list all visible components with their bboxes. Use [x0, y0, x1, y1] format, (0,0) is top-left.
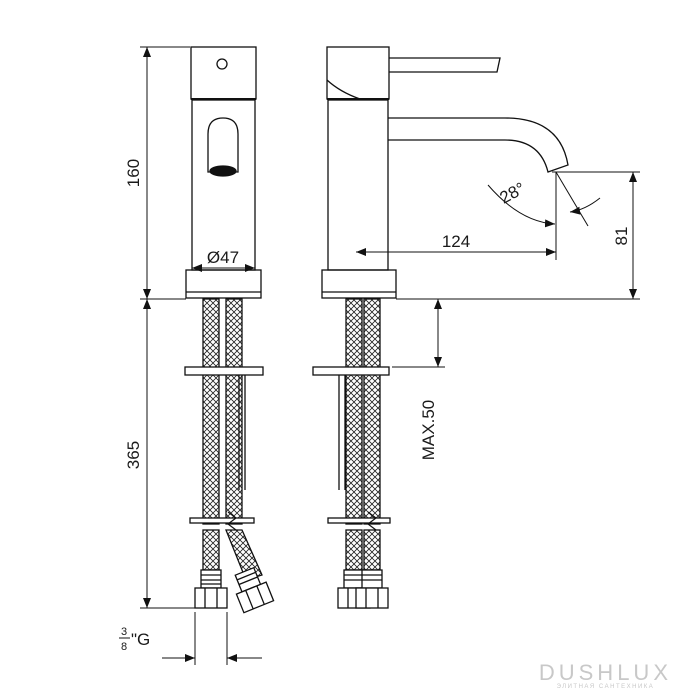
front-hose-left: [202, 298, 220, 525]
side-base-flange: [321, 269, 397, 299]
diameter-label: Ø47: [207, 248, 239, 267]
side-body: [327, 99, 389, 271]
front-hose-right: [225, 298, 243, 525]
watermark: DUSHLUX элитная сантехника: [538, 660, 672, 691]
front-base-flange: [185, 269, 262, 299]
side-lever-handle: [389, 57, 501, 73]
side-lever-cap: [326, 46, 390, 100]
front-aerator: [209, 165, 237, 177]
reach-124-label: 124: [442, 232, 470, 251]
watermark-brand: DUSHLUX: [538, 660, 672, 685]
side-spout: [388, 117, 569, 173]
thread-fraction-numerator: 3: [121, 626, 127, 638]
front-connector-nut-left: [194, 587, 228, 609]
front-aerator-outline: [207, 117, 239, 173]
side-view: [312, 46, 569, 609]
front-body: [191, 99, 256, 271]
side-connector-nut-right: [355, 587, 389, 609]
max-thickness-label: MAX.50: [419, 400, 438, 460]
height-365-label: 365: [124, 441, 143, 469]
front-lever-cap: [190, 46, 257, 100]
thread-unit-label: "G: [131, 630, 150, 649]
thread-fraction-denominator: 8: [121, 641, 127, 653]
angle-label: 28°: [497, 179, 529, 208]
front-lever-screw-icon: [216, 58, 228, 70]
height-160-label: 160: [124, 159, 143, 187]
front-connector-nut-right: [235, 581, 275, 614]
front-view: [184, 46, 275, 614]
front-fixing-plate: [184, 366, 264, 376]
side-fixing-plate: [312, 366, 390, 376]
angle-dimension: [487, 184, 556, 228]
watermark-tagline: элитная сантехника: [556, 684, 655, 690]
dimension-lines: [140, 46, 640, 665]
side-hose-left: [345, 298, 363, 525]
side-hose-right: [363, 298, 381, 525]
spout-height-81-label: 81: [612, 227, 631, 246]
